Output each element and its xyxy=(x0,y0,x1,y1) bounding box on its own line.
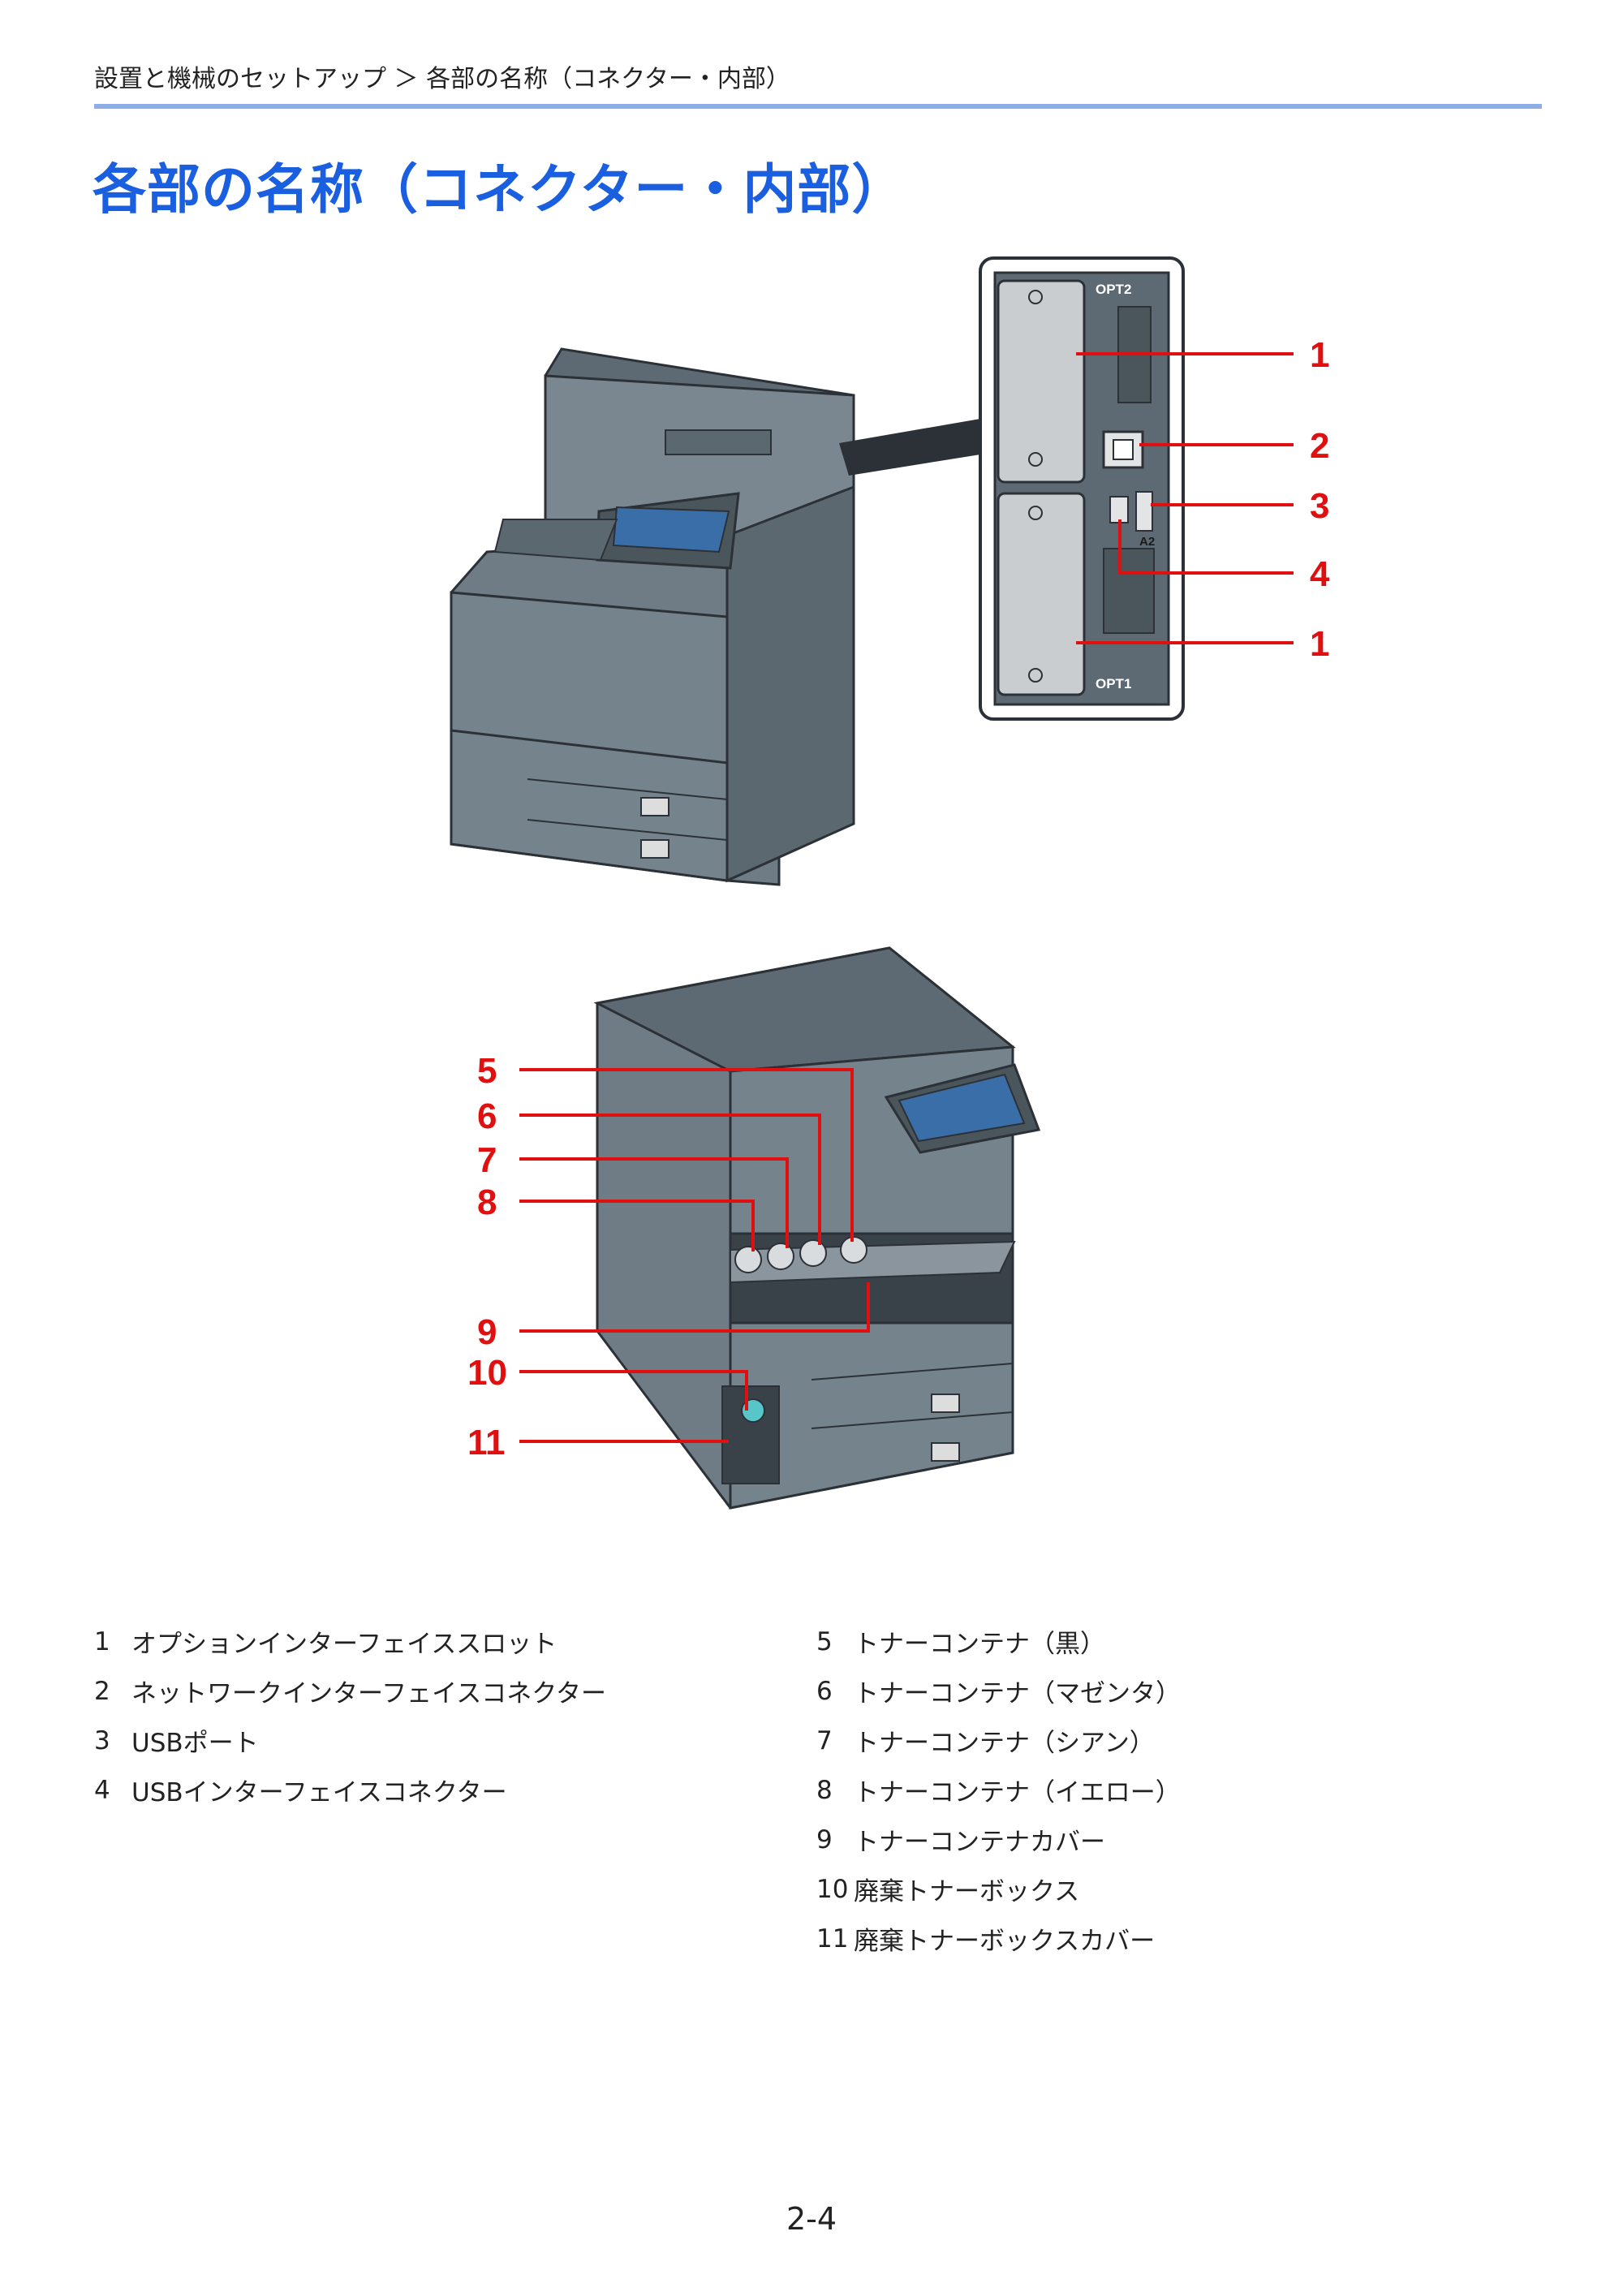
callout-1-opt1: 1 xyxy=(1310,624,1329,664)
opt1-slot xyxy=(997,492,1086,696)
opt2-slot xyxy=(997,279,1086,484)
callout-5: 5 xyxy=(477,1051,497,1091)
callout-4: 4 xyxy=(1310,554,1330,594)
figure2-leader-lines xyxy=(519,1068,870,1443)
connector-panel-illustration: OPT2 OPT1 A2 xyxy=(979,256,1185,721)
figure1-leader-lines xyxy=(1076,352,1294,644)
callout-10: 10 xyxy=(467,1353,507,1393)
opt1-label: OPT1 xyxy=(1096,676,1131,691)
usb-b-connector xyxy=(1109,496,1129,523)
callout-1-opt2: 1 xyxy=(1310,335,1329,375)
printer-interior-illustration xyxy=(593,946,1041,1510)
opt2-label: OPT2 xyxy=(1096,282,1131,297)
header-divider xyxy=(94,104,1542,109)
page-number: 2-4 xyxy=(786,2201,837,2237)
callout-7: 7 xyxy=(477,1140,497,1180)
page-title: 各部の名称（コネクター・内部） xyxy=(93,158,906,221)
callout-6: 6 xyxy=(477,1096,497,1136)
callout-9: 9 xyxy=(477,1312,497,1352)
callout-2: 2 xyxy=(1310,426,1329,466)
a2-label: A2 xyxy=(1139,535,1155,549)
callout-11: 11 xyxy=(467,1423,506,1462)
breadcrumb: 設置と機械のセットアップ ＞ 各部の名称（コネクター・内部） xyxy=(94,65,790,93)
callout-8: 8 xyxy=(477,1182,497,1222)
usb-a-port xyxy=(1135,491,1153,532)
callout-3: 3 xyxy=(1310,486,1329,526)
printer-front-illustration xyxy=(450,347,980,886)
